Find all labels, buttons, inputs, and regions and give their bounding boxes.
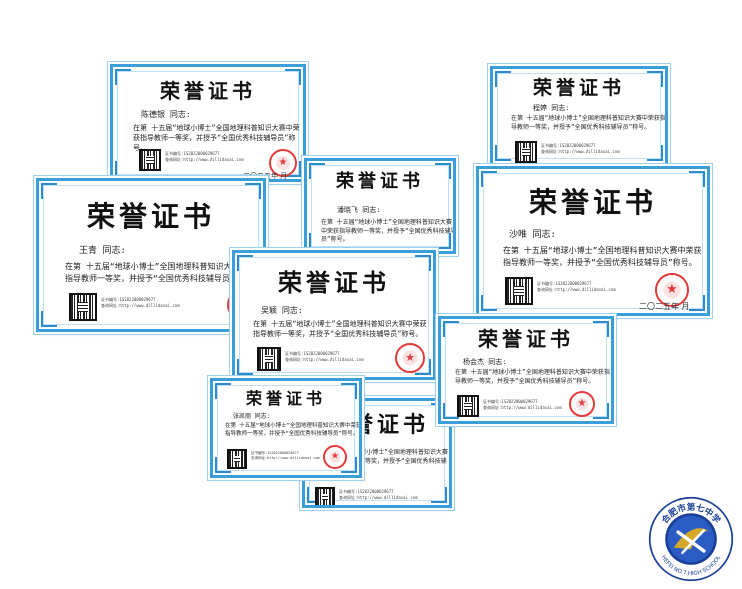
certificate-title: 荣誉证书: [86, 200, 215, 233]
certificate-serial: 证书编号:1S2022000029677: [101, 297, 156, 302]
certificate-serial: 证书编号:1S2022000029677: [537, 281, 592, 286]
qr-code: [315, 487, 335, 505]
certificate-body: 在第 十五届“地球小博士”全国地理科普知识大赛中荣获指导教师一等奖，并授予“全国…: [225, 423, 362, 437]
recipient-name: 陈德银: [141, 110, 165, 119]
certificate-chen-deyin: 荣誉证书 陈德银 同志: 在第 十五届“地球小博士”全国地理科普知识大赛中荣获指…: [110, 64, 306, 182]
certificate-serial: 证书编号:1S2022000029677: [285, 351, 340, 356]
recipient-name: 杨会杰: [463, 358, 484, 366]
qr-code: [69, 293, 97, 321]
certificate-body: 在第 十五届“地球小博士”全国地理科普知识大赛中荣获指导教师一等奖，并授予“全国…: [253, 320, 427, 339]
certificate-title: 荣誉证书: [336, 171, 424, 192]
qr-code: [227, 449, 247, 469]
certificate-body: 在第 十五届“地球小博士”全国地理科普知识大赛中荣获指导教师一等奖，并授予“全国…: [321, 219, 456, 244]
certificate-serial: 证书编号:1S2022000029677: [251, 451, 299, 455]
certificate-title: 荣誉证书: [278, 268, 390, 297]
qr-code: [257, 347, 281, 371]
certificate-body: 在第 十五届“地球小博士”全国地理科普知识大赛中荣获指导教师一等奖，并授予“全国…: [455, 369, 610, 385]
certificate-body: 在第 十五届“地球小博士”全国地理科普知识大赛中荣获指导教师一等奖，并授予“全国…: [511, 115, 666, 131]
certificate-cheng-ting: 荣誉证书 程婷 同志: 在第 十五届“地球小博士”全国地理科普知识大赛中荣获指导…: [490, 66, 668, 166]
certificate-title: 荣誉证书: [245, 389, 326, 408]
certificate-body: 在第 十五届“地球小博士”全国地理科普知识大赛中荣获指导教师一等奖，并授予“全国…: [503, 246, 702, 267]
certificate-wu-ying: 荣誉证书 吴颖 同志: 在第 十五届“地球小博士”全国地理科普知识大赛中荣获指导…: [232, 250, 436, 380]
certificate-title: 荣誉证书: [532, 77, 625, 99]
greeting-suffix: 同志:: [169, 110, 191, 119]
greeting-suffix: 同志:: [532, 230, 556, 240]
recipient-name: 王青: [79, 246, 98, 256]
greeting-suffix: 同志:: [281, 306, 303, 315]
query-site: 查询网址:http://www.dillidasai.com: [483, 405, 562, 410]
official-seal: [395, 343, 425, 373]
official-seal: [655, 273, 689, 307]
query-site: 查询网址:http://www.dillidasai.com: [541, 149, 620, 154]
recipient-name: 张凯丽: [233, 413, 252, 420]
greeting-suffix: 同志:: [102, 246, 126, 256]
school-logo: 合肥市第七中学 HEFEI NO.7 HIGH SCHOOL: [648, 496, 734, 582]
certificate-serial: 证书编号:1S2022000029677: [165, 151, 220, 156]
certificate-serial: 证书编号:1S2022000029677: [339, 489, 394, 494]
certificate-body: 在第 十五届“地球小博士”全国地理科普知识大赛中荣获指导教师一等奖，并授予“全国…: [133, 124, 300, 153]
greeting-suffix: 同志:: [488, 358, 507, 366]
official-seal: [269, 149, 297, 177]
qr-code: [515, 141, 537, 163]
certificate-serial: 证书编号:1S2022000029677: [483, 399, 538, 404]
issue-date: 二〇二五年 月: [243, 172, 288, 180]
qr-code: [505, 277, 533, 305]
issue-date: 二〇二五年 月: [639, 302, 690, 311]
greeting-suffix: 同志:: [362, 206, 381, 214]
greeting-suffix: 同志:: [551, 104, 570, 112]
official-seal: [569, 391, 595, 417]
query-site: 查询网址:http://www.dillidasai.com: [285, 357, 364, 362]
certificate-serial: 证书编号:1S2022000029677: [541, 143, 596, 148]
certificate-pan-xiaofei: 荣誉证书 潘晓飞 同志: 在第 十五届“地球小博士”全国地理科普知识大赛中荣获指…: [304, 158, 456, 254]
qr-code: [457, 395, 479, 417]
query-site: 查询网址:http://www.dillidasai.com: [537, 287, 616, 292]
certificate-sha-wei: 荣誉证书 沙唯 同志: 在第 十五届“地球小博士”全国地理科普知识大赛中荣获指导…: [476, 166, 710, 316]
query-site: 查询网址:http://www.dillidasai.com: [339, 495, 418, 500]
certificate-zhang-kaili: 荣誉证书 张凯丽 同志: 在第 十五届“地球小博士”全国地理科普知识大赛中荣获指…: [210, 378, 362, 478]
recipient-name: 程婷: [533, 104, 547, 112]
official-seal: [323, 445, 347, 469]
greeting-suffix: 同志:: [254, 413, 271, 420]
recipient-name: 吴颖: [261, 306, 277, 315]
certificate-body: 在第 十五届“地球小博士”全国地理科普知识大赛中荣获指导教师一等奖，并授予“全国…: [65, 262, 264, 283]
recipient-name: 沙唯: [509, 230, 528, 240]
certificate-yang-huijie: 荣誉证书 杨会杰 同志: 在第 十五届“地球小博士”全国地理科普知识大赛中荣获指…: [438, 316, 614, 424]
query-site: 查询网址:http://www.dillidasai.com: [101, 303, 180, 308]
certificate-title: 荣誉证书: [160, 79, 256, 103]
qr-code: [139, 149, 161, 171]
certificate-title: 荣誉证书: [478, 327, 574, 351]
query-site: 查询网址:http://www.dillidasai.com: [165, 157, 244, 162]
recipient-name: 潘晓飞: [337, 206, 358, 214]
query-site: 查询网址:http://www.dillidasai.com: [251, 456, 320, 461]
certificate-title: 荣誉证书: [528, 186, 657, 219]
